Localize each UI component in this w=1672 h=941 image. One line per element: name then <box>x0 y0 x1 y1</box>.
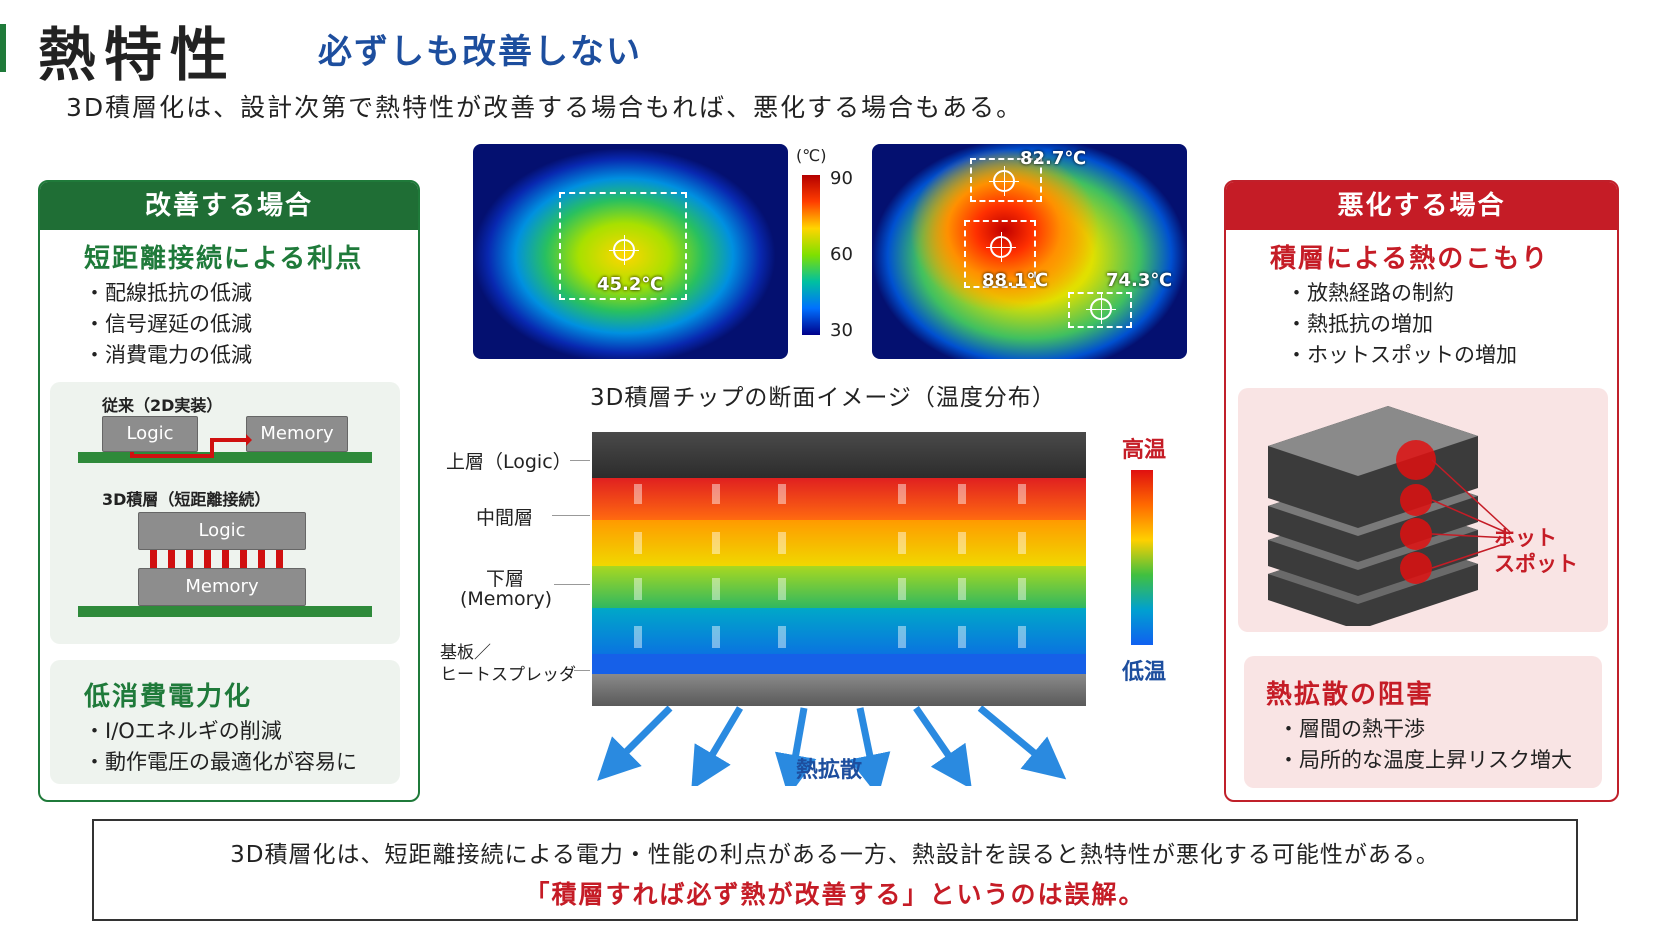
list-item: 層間の熱干渉 <box>1278 714 1572 745</box>
temp-label: 88.1℃ <box>982 270 1049 291</box>
chip-memory-2d: Memory <box>246 416 348 452</box>
measure-box <box>559 192 687 300</box>
list-item: 配線抵抗の低減 <box>84 278 252 309</box>
list-item: 放熱経路の制約 <box>1286 278 1517 309</box>
list-item: 消費電力の低減 <box>84 340 252 371</box>
temp-label: 45.2℃ <box>597 274 664 295</box>
cross-section-title: 3D積層チップの断面イメージ（温度分布） <box>590 385 1056 411</box>
lead-text: 3D積層化は、設計次第で熱特性が改善する場合もれば、悪化する場合もある。 <box>66 93 1024 122</box>
page-title: 熱特性 <box>38 21 237 89</box>
scale-low-label: 低温 <box>1122 660 1167 685</box>
layer-warm <box>592 566 1086 608</box>
crosshair-icon <box>986 232 1016 262</box>
diffusion-block-title: 熱拡散の阻害 <box>1266 680 1435 710</box>
list-item: I/Oエネルギの削減 <box>84 716 357 747</box>
heat-trapping-list: 放熱経路の制約 熱抵抗の増加 ホットスポットの増加 <box>1286 278 1517 371</box>
label-top-layer: 上層（Logic） <box>446 451 572 473</box>
label-bottom-layer-sub: (Memory) <box>460 588 553 610</box>
label-substrate: 基板／ <box>440 643 491 663</box>
temperature-scale-bar <box>802 175 820 335</box>
low-power-title: 低消費電力化 <box>84 682 253 712</box>
crosshair-icon <box>609 235 639 265</box>
short-connection-title: 短距離接続による利点 <box>84 244 364 274</box>
chip-memory-3d: Memory <box>138 568 306 606</box>
leader-line <box>552 515 590 516</box>
scale-high-label: 高温 <box>1122 438 1167 463</box>
measure-box <box>1068 292 1132 328</box>
low-power-list: I/Oエネルギの削減 動作電圧の最適化が容易に <box>84 716 357 778</box>
crosshair-icon <box>1086 294 1116 324</box>
page-subtitle: 必ずしも改善しない <box>318 32 642 72</box>
layer-hot <box>592 478 1086 520</box>
layer-bottom-memory <box>592 608 1086 654</box>
list-item: 動作電圧の最適化が容易に <box>84 747 357 778</box>
stacked-die-illustration <box>1268 406 1511 626</box>
scale-tick: 30 <box>830 320 853 341</box>
label-2d: 従来（2D実装） <box>102 396 223 415</box>
layer-cool <box>592 654 1086 674</box>
micro-bumps-icon <box>150 550 283 568</box>
label-bottom-layer: 下層 <box>486 568 525 590</box>
low-power-box: 低消費電力化 I/Oエネルギの削減 動作電圧の最適化が容易に <box>50 660 400 784</box>
crosshair-icon <box>989 166 1019 196</box>
board-3d <box>78 606 372 617</box>
interconnect-pillars <box>634 484 1026 648</box>
leader-line <box>570 460 590 461</box>
worsen-panel: 悪化する場合 積層による熱のこもり 放熱経路の制約 熱抵抗の増加 ホットスポット… <box>1224 180 1619 802</box>
temp-label: 82.7℃ <box>1020 148 1087 169</box>
worsen-panel-heading: 悪化する場合 <box>1226 182 1617 230</box>
label-3d: 3D積層（短距離接続） <box>102 490 271 509</box>
summary-line-2: 「積層すれば必ず熱が改善する」というのは誤解。 <box>524 880 1146 909</box>
layer-substrate <box>592 674 1086 706</box>
connection-diagram: 従来（2D実装） Logic Memory 3D積層（短距離接続） Logic … <box>50 382 400 644</box>
summary-line-1: 3D積層化は、短距離接続による電力・性能の利点がある一方、熱設計を誤ると熱特性が… <box>230 842 1440 868</box>
label-middle-layer: 中間層 <box>476 507 534 529</box>
hotspot-label: ホット <box>1494 526 1557 550</box>
list-item: ホットスポットの増加 <box>1286 340 1517 371</box>
thermal-image-worsened: 82.7℃ 88.1℃ 74.3℃ <box>872 144 1187 359</box>
short-connection-list: 配線抵抗の低減 信号遅延の低減 消費電力の低減 <box>84 278 252 371</box>
title-accent-bar <box>0 24 6 72</box>
chip-logic-2d: Logic <box>102 416 198 452</box>
layer-middle <box>592 520 1086 566</box>
heat-trapping-title: 積層による熱のこもり <box>1270 244 1550 274</box>
thermal-image-improved: 45.2℃ <box>473 144 788 359</box>
list-item: 信号遅延の低減 <box>84 309 252 340</box>
long-wire-icon <box>130 434 252 458</box>
diffusion-block-list: 層間の熱干渉 局所的な温度上昇リスク増大 <box>1278 714 1572 776</box>
heat-gradient-scale <box>1131 470 1153 645</box>
hotspot-diagram: ホット スポット <box>1238 388 1608 632</box>
temp-label: 74.3℃ <box>1106 270 1173 291</box>
diffusion-block-box: 熱拡散の阻害 層間の熱干渉 局所的な温度上昇リスク増大 <box>1244 656 1602 788</box>
leader-line <box>574 670 590 671</box>
heat-spread-label: 熱拡散 <box>796 758 863 783</box>
layer-top-logic <box>592 432 1086 478</box>
chip-logic-3d: Logic <box>138 512 306 550</box>
temp-unit: (℃) <box>796 146 827 165</box>
measure-box <box>970 158 1042 202</box>
hotspot-label-2: スポット <box>1494 552 1578 576</box>
board-2d <box>78 452 372 463</box>
leader-line <box>554 584 590 585</box>
improve-panel-heading: 改善する場合 <box>40 182 418 230</box>
measure-box <box>964 220 1036 288</box>
heat-spread-arrows <box>597 706 1067 786</box>
list-item: 熱抵抗の増加 <box>1286 309 1517 340</box>
list-item: 局所的な温度上昇リスク増大 <box>1278 745 1572 776</box>
scale-tick: 90 <box>830 168 853 189</box>
summary-box: 3D積層化は、短距離接続による電力・性能の利点がある一方、熱設計を誤ると熱特性が… <box>92 819 1578 921</box>
improve-panel: 改善する場合 短距離接続による利点 配線抵抗の低減 信号遅延の低減 消費電力の低… <box>38 180 420 802</box>
scale-tick: 60 <box>830 244 853 265</box>
label-substrate-sub: ヒートスプレッダ <box>440 665 576 685</box>
